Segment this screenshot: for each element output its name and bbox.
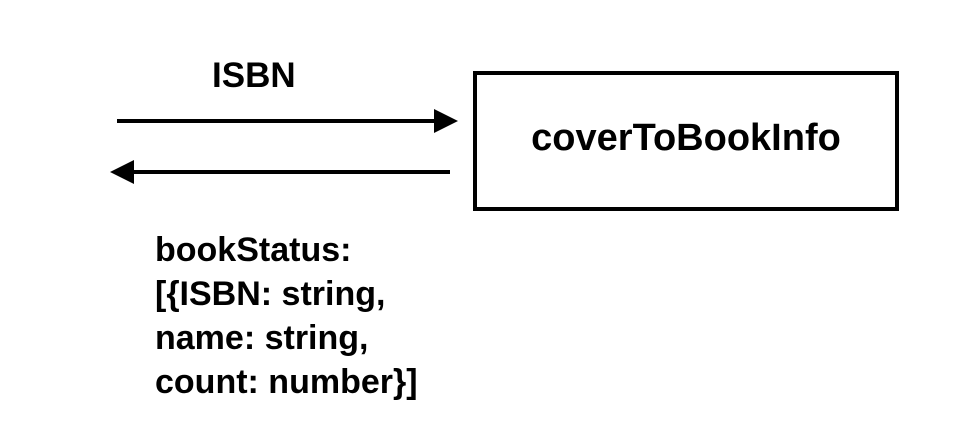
output-line: [{ISBN: string, <box>155 275 386 313</box>
input-arrow <box>117 109 458 133</box>
output-line: bookStatus: <box>155 231 352 269</box>
output-label: bookStatus: [{ISBN: string, name: string… <box>155 228 418 404</box>
output-arrow <box>110 160 450 184</box>
output-line: count: number}] <box>155 363 418 401</box>
input-label: ISBN <box>212 56 296 95</box>
function-box: coverToBookInfo <box>473 71 899 211</box>
output-arrow-head <box>110 160 134 184</box>
output-line: name: string, <box>155 319 369 357</box>
function-name: coverToBookInfo <box>531 117 841 159</box>
input-arrow-head <box>434 109 458 133</box>
